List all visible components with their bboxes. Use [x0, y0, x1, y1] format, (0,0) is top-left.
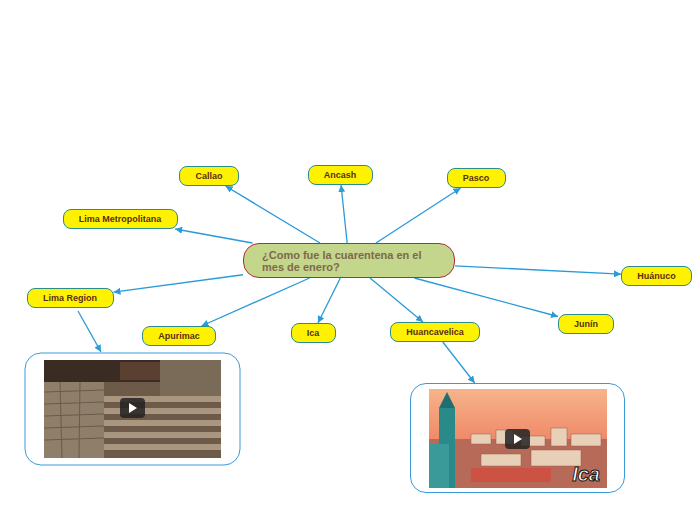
video-card: Ica: [410, 383, 625, 493]
region-name: Ancash: [324, 170, 357, 180]
connector-arrow: [318, 278, 340, 323]
region-name: Huancavelica: [406, 327, 464, 337]
video-frame: [25, 353, 240, 465]
region-name: Pasco: [463, 173, 490, 183]
topic-text: ¿Como fue la cuarentena en el mes de ene…: [262, 249, 436, 273]
connector-arrow: [443, 342, 475, 383]
region-box: Lima Region: [27, 288, 114, 308]
region-box: Apurimac: [142, 326, 216, 346]
region-name: Huánuco: [637, 271, 676, 281]
connector-arrow: [226, 186, 320, 243]
connector-arrow: [341, 185, 347, 243]
region-box: Pasco: [447, 168, 506, 188]
connector-arrow: [175, 229, 252, 243]
connector-arrow: [376, 188, 461, 243]
region-box: Callao: [179, 166, 239, 186]
region-name: Callao: [195, 171, 222, 181]
region-box: Huánuco: [621, 266, 692, 286]
region-name: Lima Metropolitana: [79, 214, 162, 224]
region-box: Huancavelica: [390, 322, 480, 342]
connector-arrow: [114, 275, 244, 292]
region-box: Ancash: [308, 165, 373, 185]
video-thumbnail: [44, 360, 221, 458]
region-box: Lima Metropolitana: [63, 209, 178, 229]
connector-arrow: [202, 278, 310, 326]
leader-arrow: [78, 311, 101, 352]
region-name: Apurimac: [158, 331, 200, 341]
thumbnail-caption: Ica: [572, 463, 600, 486]
connector-arrow: [370, 278, 423, 322]
region-name: Lima Region: [43, 293, 97, 303]
region-name: Junín: [574, 319, 598, 329]
region-box: Junín: [558, 314, 614, 334]
connector-arrow: [455, 266, 621, 274]
region-box: Ica: [291, 323, 336, 343]
region-name: Ica: [307, 328, 320, 338]
central-topic: ¿Como fue la cuarentena en el mes de ene…: [243, 243, 455, 278]
connector-arrow: [414, 278, 558, 316]
